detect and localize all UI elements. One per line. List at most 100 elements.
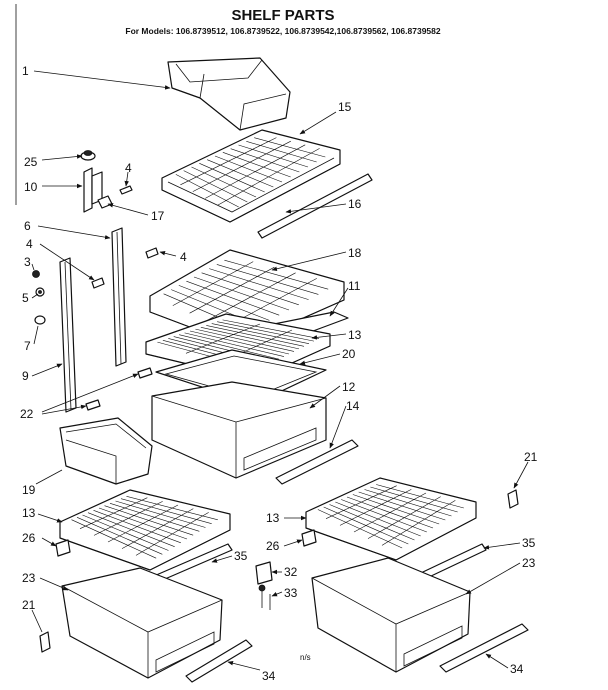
part-18-glass-shelf [149,249,345,347]
callout-21-right: 21 [524,450,538,464]
callout-16: 16 [348,197,362,211]
wire-grid-line [178,285,270,321]
callout-4-left: 4 [26,237,33,251]
wire-grid-line [230,148,300,173]
wire-grid-line [238,144,309,168]
callout-12: 12 [342,380,356,394]
wire-grid-line [180,137,277,186]
wire-grid-line [339,489,412,526]
page-title: SHELF PARTS [231,7,334,24]
callout-13-cover: 13 [348,328,362,342]
callout-1: 1 [22,64,29,78]
not-serviced-note: n/s [300,653,311,662]
part-13-lower-left-shelf [59,489,231,571]
wire-grid-line [121,508,194,549]
wire-grid-line [183,170,248,203]
part-4-screw-mid [91,277,105,289]
wire-grid-line [224,259,329,290]
wire-grid-line [207,159,274,188]
part-7-bushing [34,315,46,325]
wire-grid-line [325,485,397,519]
part-26-shelf-trim-left [55,539,71,557]
callout-26-right: 26 [266,539,280,553]
part-1-dairy-bin [167,57,291,131]
callout-23-right: 23 [522,556,536,570]
wire-grid-line [79,497,148,529]
wire-grid-line [205,144,306,199]
part-15-wire-shelf [161,129,341,223]
part-21-clip-left [39,631,51,653]
callout-13-lower-right: 13 [266,511,280,525]
callout-6: 6 [24,219,31,233]
wire-grid-line [199,163,265,193]
part-4-screw-right [145,247,159,259]
part-23-pan-right [311,557,471,673]
part-12-crisper-pan [151,381,327,479]
wire-grid-line [93,501,163,536]
part-14-pan-trim [275,439,359,485]
part-34-trim-right [439,623,529,673]
wire-grid-line [381,500,456,546]
wire-grid-line [211,323,310,345]
callout-labels: 1 15 25 4 10 17 16 6 18 4 4 3 5 11 7 13 … [20,64,538,683]
wire-grid-line [367,496,441,539]
part-26-shelf-trim-right [301,529,317,547]
callout-26-left: 26 [22,531,36,545]
wire-grid-line [216,264,319,295]
wire-grid-line [192,140,291,192]
callout-35-left: 35 [234,549,248,563]
wire-grid-line [186,280,280,316]
part-9-shelf-rail [59,257,77,413]
callout-23-left: 23 [22,571,36,585]
part-33-screw [258,584,271,610]
wire-grid-line [209,268,309,300]
callout-33: 33 [284,586,298,600]
callout-34-left: 34 [262,669,276,683]
part-19-door-bin [59,417,153,485]
part-6-shelf-rail [111,227,127,367]
wire-grid-line [206,325,305,347]
wire-grid-line [193,276,290,311]
part-23-pan-left [61,567,223,679]
callout-4-right: 4 [180,250,187,264]
model-list: For Models: 106.8739512, 106.8739522, 10… [125,26,441,36]
callout-3: 3 [24,255,31,269]
part-32-bracket [255,561,273,585]
wire-grid-line [179,334,280,360]
wire-grid-line [107,504,179,543]
callout-14: 14 [346,399,360,413]
callout-4-top: 4 [125,161,132,175]
wire-grid-line [254,137,326,158]
wire-grid-line [195,328,295,352]
part-16-shelf-trim [257,173,373,239]
callout-5: 5 [22,291,29,305]
wire-grid-line [217,321,315,342]
callout-22: 22 [20,407,34,421]
part-21-clip-right [507,489,519,509]
wire-grid-line [189,266,275,314]
wire-grid-line [172,261,254,306]
wire-grid-line [214,155,283,183]
part-22-screws [85,367,153,411]
part-34-trim-left [185,639,253,683]
wire-grid-line [222,152,291,178]
callout-32: 32 [284,565,298,579]
callout-34-right: 34 [510,662,524,676]
callout-21-left: 21 [22,598,36,612]
part-3-screw [32,270,40,278]
wire-grid-line [189,330,290,355]
part-4-screw-top [119,185,133,195]
wire-grid-line [135,512,209,556]
wire-grid-line [246,141,317,163]
callout-13-lower-left: 13 [22,506,36,520]
callout-25: 25 [24,155,38,169]
callout-17: 17 [151,209,165,223]
wire-grid-line [184,332,285,357]
callout-7: 7 [24,339,31,353]
callout-11: 11 [348,279,361,293]
wire-grid-line [200,326,300,350]
wire-grid-line [206,272,296,322]
callout-20: 20 [342,347,356,361]
